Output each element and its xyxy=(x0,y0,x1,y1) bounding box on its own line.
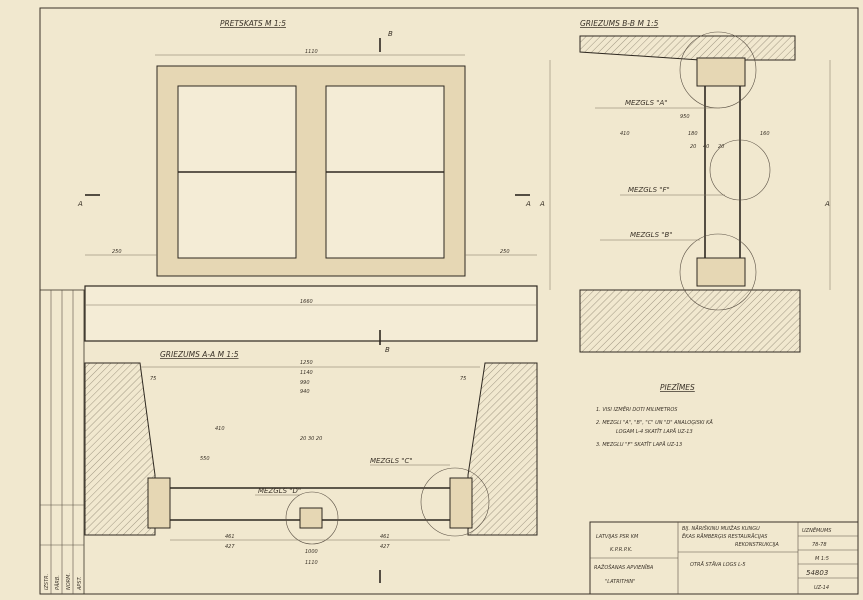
dim-label: 40 xyxy=(703,144,709,150)
code: UZNĒMUMS xyxy=(802,527,832,534)
scale: M 1:5 xyxy=(815,556,829,562)
dim-label: 1250 xyxy=(300,360,313,366)
signature-role: PĀRB. xyxy=(54,575,61,590)
dim-label: 1660 xyxy=(300,299,313,305)
section-bb-title: GRIEZUMS B-B M 1:5 xyxy=(580,19,659,28)
note-item: 2. MEZGLI "A", "B", "C" UN "D" ANALOĢISK… xyxy=(596,419,713,426)
dim-label: 427 xyxy=(225,544,235,550)
section-aa-title: GRIEZUMS A-A M 1:5 xyxy=(160,350,239,359)
node-label: MEZGLS "A" xyxy=(625,99,667,107)
sheet-title: OTRĀ STĀVA LOGS L-5 xyxy=(690,561,746,568)
dim-label: 1000 xyxy=(305,549,318,555)
dim-label: 427 xyxy=(380,544,390,550)
dim-label: 550 xyxy=(200,456,210,462)
project-line: ĒKAS RĀMBERĢIS RESTAURĀCIJAS xyxy=(682,533,768,540)
dim-label: 75 xyxy=(460,376,466,382)
note-item: 3. MEZGLU "F" SKATĪT LAPĀ UZ-13 xyxy=(596,441,682,448)
title-block: LATVIJAS PSR KM K.P.R.P.K. RAŽOŠANAS APV… xyxy=(589,521,859,595)
node-label: MEZGLS "B" xyxy=(630,231,673,239)
dim-label: 950 xyxy=(680,114,690,120)
dim-label: 75 xyxy=(150,376,156,382)
dim-label: 990 xyxy=(300,380,310,386)
dim-label: 160 xyxy=(760,131,770,137)
section-mark: A xyxy=(77,200,83,208)
dim-label: 20 30 20 xyxy=(300,436,322,442)
org-line: "LATRITHIN" xyxy=(605,579,635,585)
dim-label: 250 xyxy=(112,249,122,255)
drawing-number: 54803 xyxy=(806,569,828,577)
section-aa-view: GRIEZUMS A-A M 1:5 1250 1140 990 940 75 … xyxy=(84,350,538,583)
dim-label: 20 xyxy=(690,144,696,150)
dim-label: 1140 xyxy=(300,370,313,376)
note-item: 1. VISI IZMĒRI DOTI MILIMETROS xyxy=(596,406,678,413)
signature-role: NORM. xyxy=(66,573,72,590)
project-line: BIJ. NĀRIŠKINU MUIŽAS KUNGU xyxy=(682,524,760,532)
front-view-title: PRETSKATS M 1:5 xyxy=(220,19,286,28)
note-item: LOGAM L-4 SKATĪT LAPĀ UZ-13 xyxy=(616,428,693,435)
dim-label: 1110 xyxy=(305,560,318,566)
dim-label: 461 xyxy=(225,534,235,540)
dim-label: 1110 xyxy=(305,49,318,55)
org-line: K.P.R.P.K. xyxy=(610,547,633,553)
dim-label: 20 xyxy=(718,144,724,150)
signature-strip: IZSTR. PĀRB. NORM. APST. xyxy=(39,289,85,595)
section-mark: A xyxy=(824,200,830,208)
node-label: MEZGLS "F" xyxy=(628,186,670,194)
signature-role: APST. xyxy=(77,576,83,591)
dim-label: 410 xyxy=(215,426,225,432)
dim-label: 410 xyxy=(620,131,630,137)
project-line: REKONSTRUKCIJA xyxy=(735,542,779,548)
front-view: PRETSKATS M 1:5 1110 250 250 1660 B B A … xyxy=(77,19,538,354)
dim-label: 940 xyxy=(300,389,310,395)
section-mark: B xyxy=(385,346,390,354)
section-mark: B xyxy=(388,30,393,38)
org-line: LATVIJAS PSR KM xyxy=(596,534,639,540)
section-mark: A xyxy=(525,200,531,208)
signature-role: IZSTR. xyxy=(44,574,50,590)
dim-label: 180 xyxy=(688,131,698,137)
dim-label: 461 xyxy=(380,534,390,540)
notes: PIEZĪMES 1. VISI IZMĒRI DOTI MILIMETROS … xyxy=(596,383,713,448)
code: 78-78 xyxy=(812,542,827,548)
section-bb-view: GRIEZUMS B-B M 1:5 MEZGLS "A" MEZGLS "F"… xyxy=(539,19,831,353)
section-mark: A xyxy=(539,200,545,208)
node-label: MEZGLS "D" xyxy=(258,487,301,495)
notes-title: PIEZĪMES xyxy=(660,383,695,392)
org-line: RAŽOŠANAS APVIENĪBA xyxy=(594,563,654,571)
sheet-number: UZ-14 xyxy=(814,585,829,591)
node-label: MEZGLS "C" xyxy=(370,457,413,465)
dim-label: 250 xyxy=(500,249,510,255)
